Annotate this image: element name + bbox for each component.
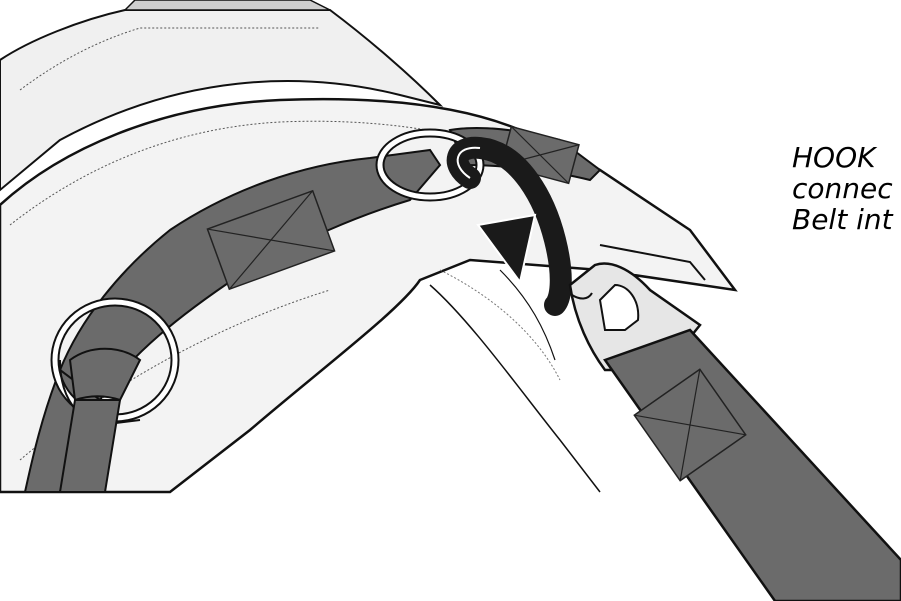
garment-body — [429, 269, 601, 493]
instruction-caption: HOOK connec Belt int — [792, 142, 901, 235]
lower-strap — [58, 347, 142, 493]
d-ring-icon — [375, 128, 485, 202]
caption-line-1: HOOK — [792, 142, 876, 174]
adjuster-strap — [603, 328, 901, 601]
caption-line-2: connec — [792, 172, 893, 205]
stitch-patch-left — [206, 189, 336, 291]
upper-pad — [0, 0, 444, 192]
curved-arrow-icon — [446, 136, 572, 316]
caption-line-3: Belt int — [792, 203, 893, 235]
